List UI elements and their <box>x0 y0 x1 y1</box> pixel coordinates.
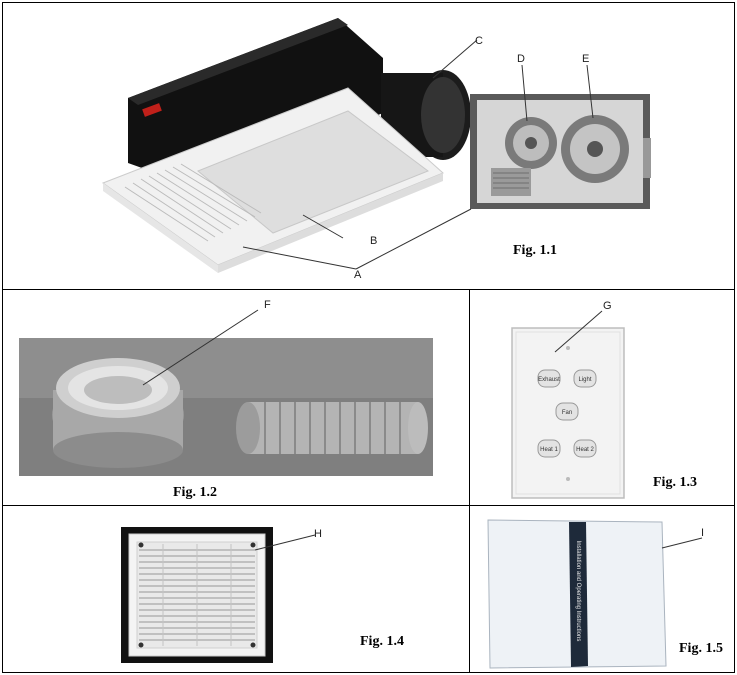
switch-button-exhaust: Exhaust <box>538 377 560 383</box>
switch-button-light: Light <box>578 377 591 383</box>
figure-cell-1-2: F Fig. 1.2 <box>2 289 470 506</box>
callout-c: C <box>475 35 483 47</box>
figure-cell-1-4: H Fig. 1.4 <box>2 505 470 673</box>
switch-button-heat-1: Heat 1 <box>540 447 558 453</box>
fan-heater-illustration <box>101 18 651 273</box>
callout-e: E <box>582 53 590 65</box>
caption-fig-1-2: Fig. 1.2 <box>173 485 217 500</box>
instruction-manual-photo <box>487 519 703 669</box>
callout-i: I <box>701 527 705 539</box>
callout-d: D <box>517 53 525 65</box>
figure-cell-1-1: C D E B A Fig. 1.1 <box>2 2 735 290</box>
external-grille-photo <box>121 527 316 663</box>
wall-switch-photo: Exhaust Light Fan Heat 1 Heat 2 <box>511 310 625 499</box>
callout-g: G <box>603 300 612 312</box>
caption-fig-1-4: Fig. 1.4 <box>360 634 404 649</box>
figure-cell-1-3: Exhaust Light Fan Heat 1 Heat 2 G Fig. 1… <box>469 289 735 506</box>
caption-fig-1-1: Fig. 1.1 <box>513 243 557 258</box>
switch-button-heat-2: Heat 2 <box>576 447 594 453</box>
callout-b: B <box>370 235 378 247</box>
callout-f: F <box>264 299 271 311</box>
caption-fig-1-3: Fig. 1.3 <box>653 475 697 490</box>
figure-cell-1-5: Installation and Operating Instructions … <box>469 505 735 673</box>
switch-button-fan: Fan <box>562 410 572 416</box>
caption-fig-1-5: Fig. 1.5 <box>679 641 723 656</box>
flexible-duct-photo <box>19 309 433 476</box>
manual-spine-text: Installation and Operating Instructions <box>575 540 581 642</box>
callout-h: H <box>314 528 322 540</box>
callout-a: A <box>354 269 362 281</box>
